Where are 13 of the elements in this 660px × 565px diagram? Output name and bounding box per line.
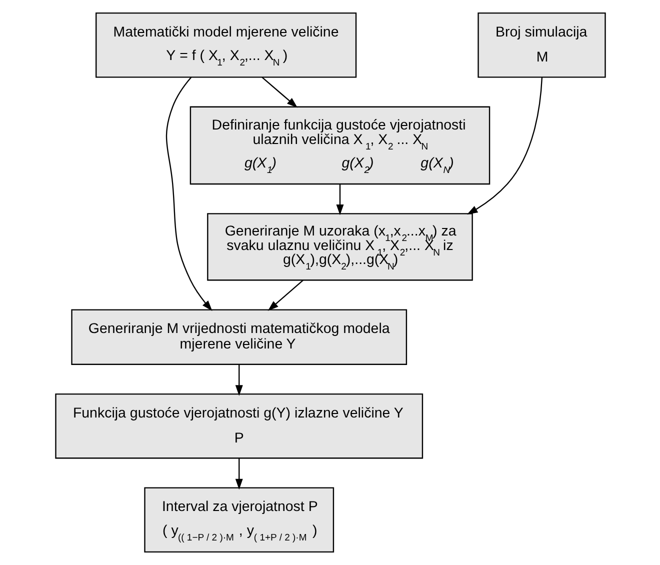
- node-box: Interval za vjerojatnost P ( y$_{(( 1−P / 2 )·M}$ , y$_{( 1+P / 2 )·M}$ ): [144, 487, 334, 552]
- node-box: Funkcija gustoće vjerojatnosti g(Y) izlazne veličine Y P: [54, 393, 423, 459]
- node-box: Matematički model mjerene veličine Y = f ( X$_{1}$, X$_{2}$,... X$_{N}$ ): [95, 12, 356, 78]
- node-box: Broj simulacija M: [477, 12, 606, 78]
- arrow: [336, 184, 344, 216]
- arrow: [234, 458, 242, 490]
- arrow: [165, 76, 212, 312]
- arrow: [261, 76, 298, 108]
- arrow: [267, 280, 303, 311]
- node-box: Generiranje M vrijednosti matematičkog modela mjerene veličine Y: [70, 309, 407, 365]
- arrow: [466, 77, 542, 215]
- arrow: [234, 364, 242, 396]
- node-box: Definiranje funkcija gustoće vjerojatnosti ulaznih veličina X$_{1}$, X$_{2}$ ... X$_{N}$ g(X$_{1}$) g(X$_{2}$) g(X$_{N}$): [189, 106, 490, 185]
